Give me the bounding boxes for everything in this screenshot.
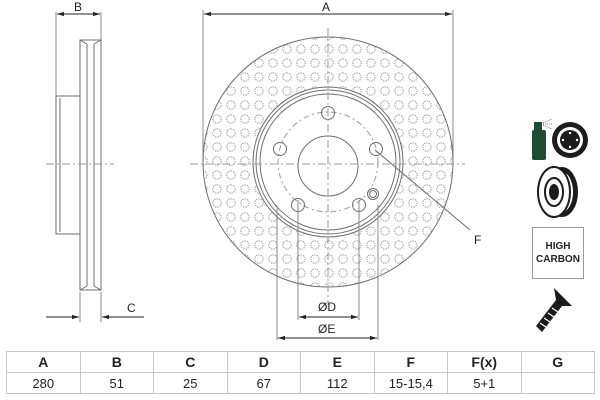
- ventilated-disc-icon: [537, 166, 578, 218]
- dimension-e-label: ØE: [318, 322, 335, 336]
- spec-header-row: A B C D E F F(x) G: [6, 351, 595, 373]
- spec-value-row: 280 51 25 67 112 15-15,4 5+1: [6, 372, 595, 394]
- front-view: [190, 10, 471, 341]
- spec-header-fx: F(x): [447, 351, 522, 373]
- spec-header-b: B: [79, 351, 154, 373]
- spec-value-a: 280: [6, 372, 81, 394]
- spec-value-f: 15-15,4: [373, 372, 448, 394]
- dimension-b-label: B: [74, 0, 82, 14]
- callout-f-label: F: [474, 233, 481, 247]
- spec-header-c: C: [153, 351, 228, 373]
- side-view: [46, 11, 144, 322]
- spec-table: A B C D E F F(x) G 280 51 25 67 112 15-1…: [6, 351, 595, 394]
- spec-header-g: G: [520, 351, 595, 373]
- coated-disc-spray-icon: [532, 118, 588, 160]
- dimension-c-label: C: [127, 301, 136, 315]
- high-carbon-badge: HIGH CARBON: [532, 227, 584, 279]
- screw-included-icon: [536, 288, 572, 332]
- spec-value-fx: 5+1: [447, 372, 522, 394]
- spec-value-d: 67: [226, 372, 301, 394]
- spec-value-b: 51: [79, 372, 154, 394]
- spec-header-a: A: [6, 351, 81, 373]
- spec-header-f: F: [373, 351, 448, 373]
- dimension-a-label: A: [322, 0, 330, 14]
- high-carbon-line1: HIGH: [545, 241, 571, 252]
- spec-header-d: D: [226, 351, 301, 373]
- spec-value-e: 112: [300, 372, 375, 394]
- spec-header-e: E: [300, 351, 375, 373]
- spec-value-c: 25: [153, 372, 228, 394]
- dimension-d-label: ØD: [318, 300, 336, 314]
- spec-value-g: [520, 372, 595, 394]
- high-carbon-line2: CARBON: [536, 254, 580, 265]
